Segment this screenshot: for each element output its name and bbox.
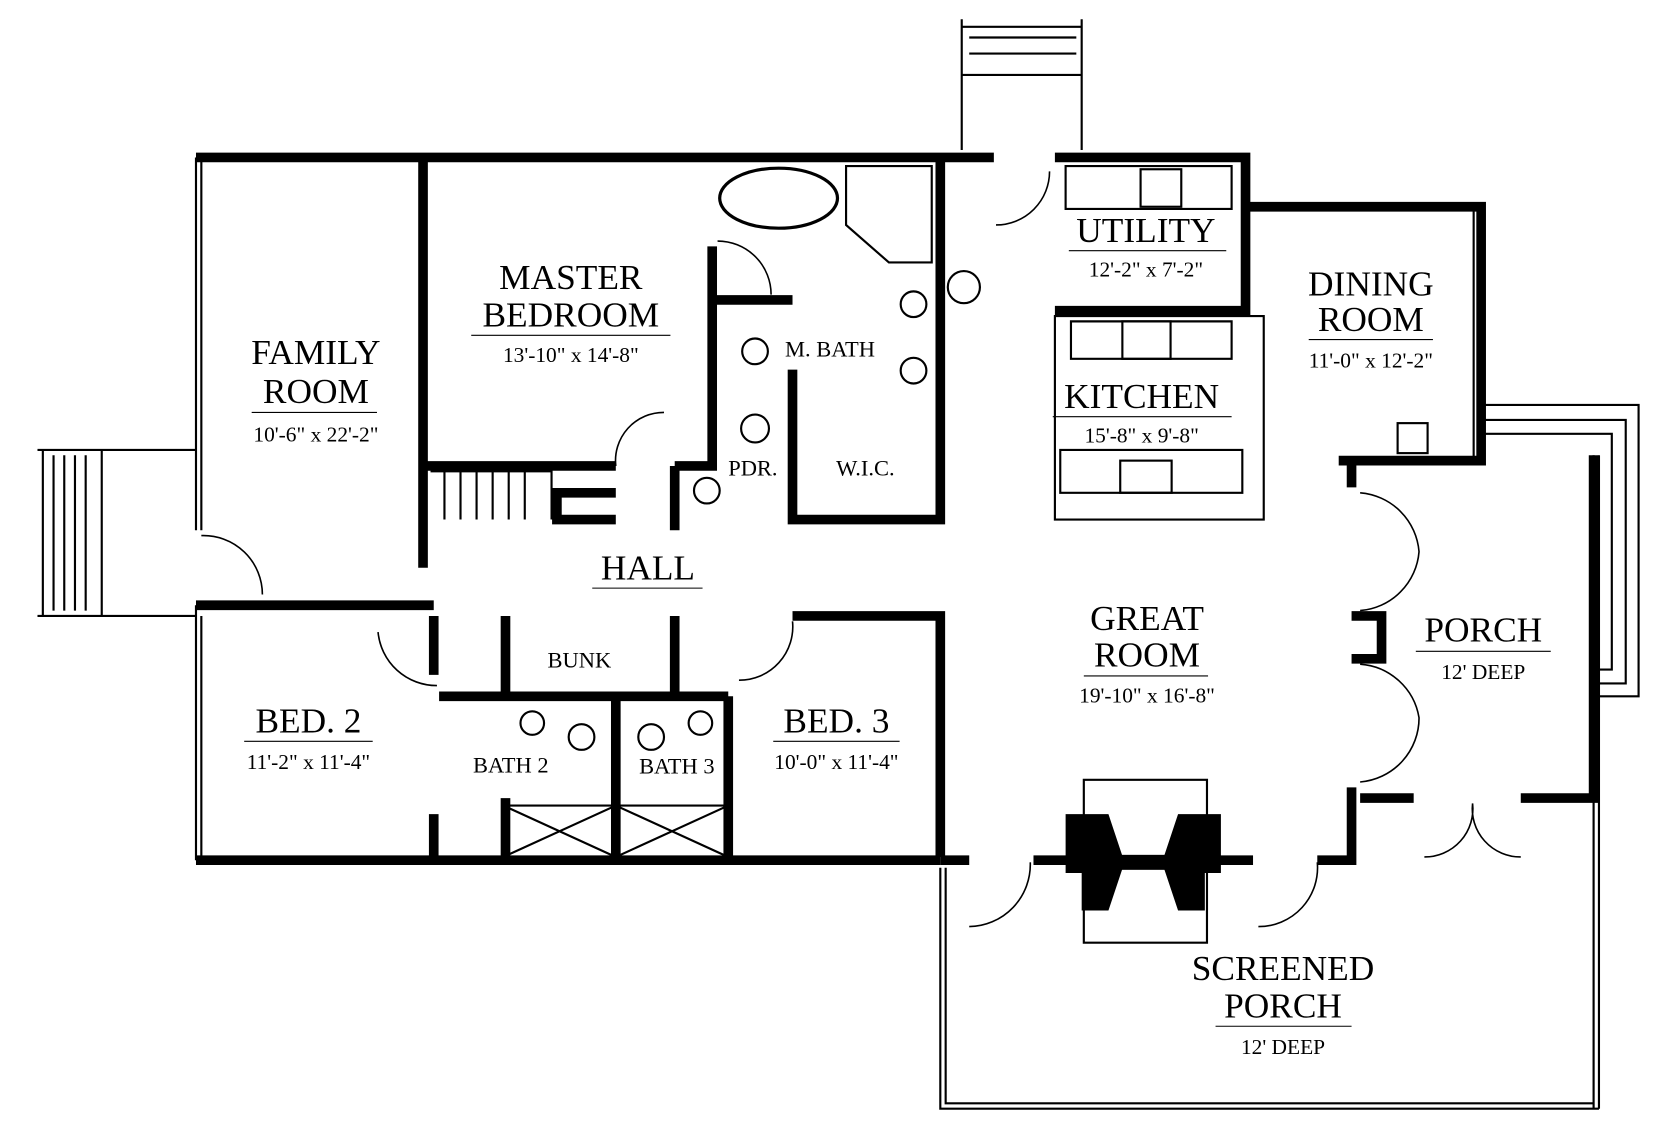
door-swings bbox=[201, 171, 1521, 928]
dining-room-dim: 11'-0" x 12'-2" bbox=[1309, 348, 1433, 372]
screened-porch-label: SCREENED bbox=[1192, 949, 1375, 988]
family-room-label: FAMILY bbox=[251, 333, 380, 372]
bath2-label: BATH 2 bbox=[473, 752, 549, 777]
kitchen-label: KITCHEN bbox=[1064, 377, 1219, 416]
bed3-label: BED. 3 bbox=[783, 702, 889, 741]
fireplace bbox=[1065, 814, 1221, 911]
porch-dim: 12' DEEP bbox=[1441, 660, 1525, 684]
screened-porch-label-2: PORCH bbox=[1224, 987, 1342, 1026]
great-room-dim: 19'-10" x 16'-8" bbox=[1079, 684, 1215, 708]
dining-room-label: DINING bbox=[1308, 265, 1434, 304]
walls bbox=[195, 152, 1599, 866]
utility-label: UTILITY bbox=[1076, 211, 1215, 250]
bathtub-icon bbox=[718, 166, 840, 230]
kitchen-dim: 15'-8" x 9'-8" bbox=[1084, 423, 1198, 447]
dining-room-label-2: ROOM bbox=[1318, 300, 1424, 339]
wic-label: W.I.C. bbox=[836, 456, 895, 481]
powder-room-label: PDR. bbox=[728, 456, 777, 481]
master-bedroom-dim: 13'-10" x 14'-8" bbox=[503, 343, 639, 367]
porch-label: PORCH bbox=[1424, 611, 1542, 650]
hall-label: HALL bbox=[601, 549, 695, 588]
family-room-dim: 10'-6" x 22'-2" bbox=[253, 422, 378, 446]
bunk-label: BUNK bbox=[548, 647, 612, 672]
bed2-dim: 11'-2" x 11'-4" bbox=[247, 750, 370, 774]
utility-dim: 12'-2" x 7'-2" bbox=[1089, 257, 1203, 281]
great-room-label-2: ROOM bbox=[1094, 635, 1200, 674]
bath3-label: BATH 3 bbox=[639, 753, 715, 778]
family-room-label-2: ROOM bbox=[263, 372, 369, 411]
toilet-icons bbox=[519, 168, 1429, 751]
windows bbox=[37, 19, 1640, 1110]
screened-porch-dim: 12' DEEP bbox=[1241, 1035, 1325, 1059]
master-bedroom-label-2: BEDROOM bbox=[483, 296, 660, 335]
bed3-dim: 10'-0" x 11'-4" bbox=[774, 750, 898, 774]
bed2-label: BED. 2 bbox=[255, 702, 361, 741]
great-room-label: GREAT bbox=[1090, 599, 1204, 638]
master-bedroom-label: MASTER bbox=[499, 258, 643, 297]
master-bath-label: M. BATH bbox=[785, 337, 875, 362]
